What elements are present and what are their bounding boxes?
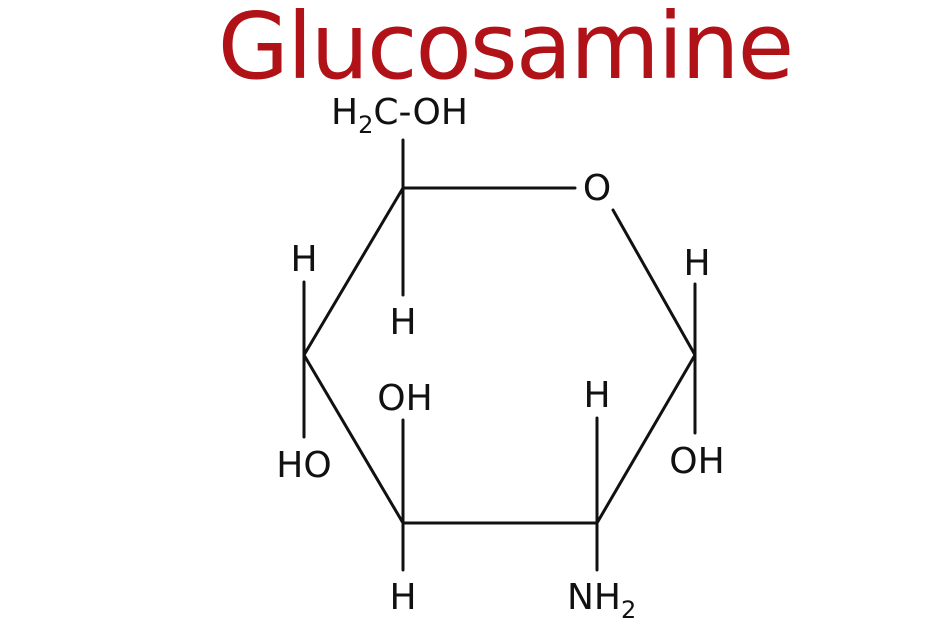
bond-c3-c4 bbox=[302, 353, 405, 525]
c2-hydrogen-label: H bbox=[583, 375, 610, 416]
bond-o-c1 bbox=[611, 208, 697, 357]
bond-c1-c2 bbox=[595, 353, 697, 525]
c3-hydrogen-label: H bbox=[389, 577, 416, 618]
ch2oh-label: H2C-OH bbox=[331, 92, 468, 139]
diagram-title: Glucosamine bbox=[218, 0, 792, 100]
c3-hydroxyl-label: OH bbox=[377, 378, 432, 419]
substituent-bonds bbox=[302, 138, 697, 572]
c4-hydrogen-label: H bbox=[290, 239, 317, 280]
c4-hydroxyl-label: HO bbox=[276, 445, 331, 486]
ring-oxygen-label: O bbox=[583, 168, 611, 209]
c5-hydrogen-label: H bbox=[389, 302, 416, 343]
c1-hydrogen-label: H bbox=[683, 243, 710, 284]
bond-c4-c5 bbox=[302, 186, 405, 357]
c1-hydroxyl-label: OH bbox=[669, 441, 724, 482]
c2-amine-label: NH2 bbox=[567, 577, 636, 624]
pyranose-ring bbox=[302, 186, 697, 525]
